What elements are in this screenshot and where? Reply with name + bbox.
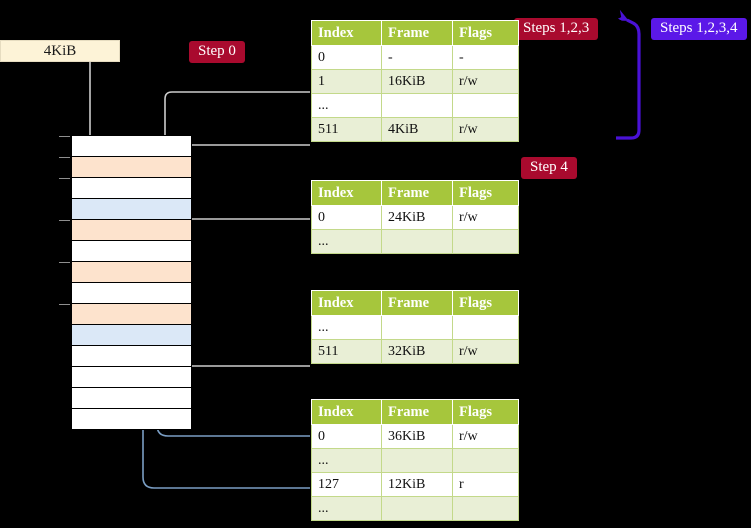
cell-index: ... bbox=[311, 229, 382, 254]
memory-frame-row bbox=[59, 135, 191, 156]
table-row: ... bbox=[311, 229, 519, 254]
memory-frame-row bbox=[72, 198, 191, 219]
column-header-index: Index bbox=[311, 180, 382, 206]
memory-frame-row bbox=[72, 366, 191, 387]
column-header-index: Index bbox=[311, 399, 382, 425]
cell-frame bbox=[381, 448, 453, 473]
frame-boundary-tick bbox=[59, 262, 70, 263]
cell-flags: r/w bbox=[452, 205, 519, 230]
cell-frame: 12KiB bbox=[381, 472, 453, 497]
badge-steps-123: Steps 1,2,3 bbox=[514, 18, 599, 40]
cell-flags bbox=[452, 229, 519, 254]
frame-boundary-tick bbox=[59, 157, 70, 158]
cell-flags: r/w bbox=[452, 424, 519, 449]
cell-frame bbox=[381, 229, 453, 254]
cell-index: ... bbox=[311, 93, 382, 118]
cell-flags: r/w bbox=[452, 117, 519, 142]
column-header-flags: Flags bbox=[452, 290, 519, 316]
memory-frame-row bbox=[59, 219, 191, 240]
cell-index: ... bbox=[311, 496, 382, 521]
cell-index: ... bbox=[311, 315, 382, 340]
frame-boundary-tick bbox=[59, 304, 70, 305]
badge-steps-1234: Steps 1,2,3,4 bbox=[651, 18, 747, 40]
cell-flags: r/w bbox=[452, 339, 519, 364]
cell-frame: 32KiB bbox=[381, 339, 453, 364]
column-header-frame: Frame bbox=[381, 180, 453, 206]
column-header-flags: Flags bbox=[452, 180, 519, 206]
cell-frame: 36KiB bbox=[381, 424, 453, 449]
cell-flags: r bbox=[452, 472, 519, 497]
cell-frame: - bbox=[381, 45, 453, 70]
memory-frame-row bbox=[72, 324, 191, 345]
table-row: 0-- bbox=[311, 45, 519, 70]
cell-flags: r/w bbox=[452, 69, 519, 94]
cell-index: 511 bbox=[311, 117, 382, 142]
table-row: ... bbox=[311, 448, 519, 473]
cell-flags: - bbox=[452, 45, 519, 70]
cell-frame: 16KiB bbox=[381, 69, 453, 94]
cell-index: 0 bbox=[311, 424, 382, 449]
cell-index: ... bbox=[311, 448, 382, 473]
memory-frame-row bbox=[59, 177, 191, 198]
cell-frame bbox=[381, 315, 453, 340]
column-header-frame: Frame bbox=[381, 290, 453, 316]
cell-index: 511 bbox=[311, 339, 382, 364]
cell-frame bbox=[381, 93, 453, 118]
frame-boundary-tick bbox=[59, 220, 70, 221]
badge-step-0: Step 0 bbox=[189, 41, 245, 63]
memory-frame-row bbox=[72, 408, 191, 429]
frame-boundary-tick bbox=[59, 178, 70, 179]
memory-frame-row bbox=[59, 156, 191, 177]
memory-frame-row bbox=[59, 303, 191, 324]
wire-steps-1234-bracket bbox=[616, 20, 641, 140]
table-row: ... bbox=[311, 93, 519, 118]
memory-frame-row bbox=[72, 345, 191, 366]
table-row: ... bbox=[311, 496, 519, 521]
memory-frame-row bbox=[72, 282, 191, 303]
cell-frame: 4KiB bbox=[381, 117, 453, 142]
column-header-frame: Frame bbox=[381, 20, 453, 46]
frame-size-label: 4KiB bbox=[0, 40, 120, 62]
cell-flags bbox=[452, 315, 519, 340]
column-header-index: Index bbox=[311, 20, 382, 46]
column-header-frame: Frame bbox=[381, 399, 453, 425]
memory-frame-row bbox=[72, 387, 191, 408]
memory-frame-row bbox=[72, 240, 191, 261]
column-header-flags: Flags bbox=[452, 20, 519, 46]
badge-step-4: Step 4 bbox=[521, 157, 577, 179]
table-row: ... bbox=[311, 315, 519, 340]
physical-memory-column bbox=[59, 135, 192, 430]
cell-flags bbox=[452, 93, 519, 118]
cell-flags bbox=[452, 496, 519, 521]
column-header-flags: Flags bbox=[452, 399, 519, 425]
frame-boundary-tick bbox=[59, 136, 70, 137]
cell-index: 127 bbox=[311, 472, 382, 497]
column-header-index: Index bbox=[311, 290, 382, 316]
cell-index: 0 bbox=[311, 45, 382, 70]
cell-frame: 24KiB bbox=[381, 205, 453, 230]
cell-flags bbox=[452, 448, 519, 473]
cell-frame bbox=[381, 496, 453, 521]
cell-index: 1 bbox=[311, 69, 382, 94]
cell-index: 0 bbox=[311, 205, 382, 230]
memory-frame-row bbox=[59, 261, 191, 282]
